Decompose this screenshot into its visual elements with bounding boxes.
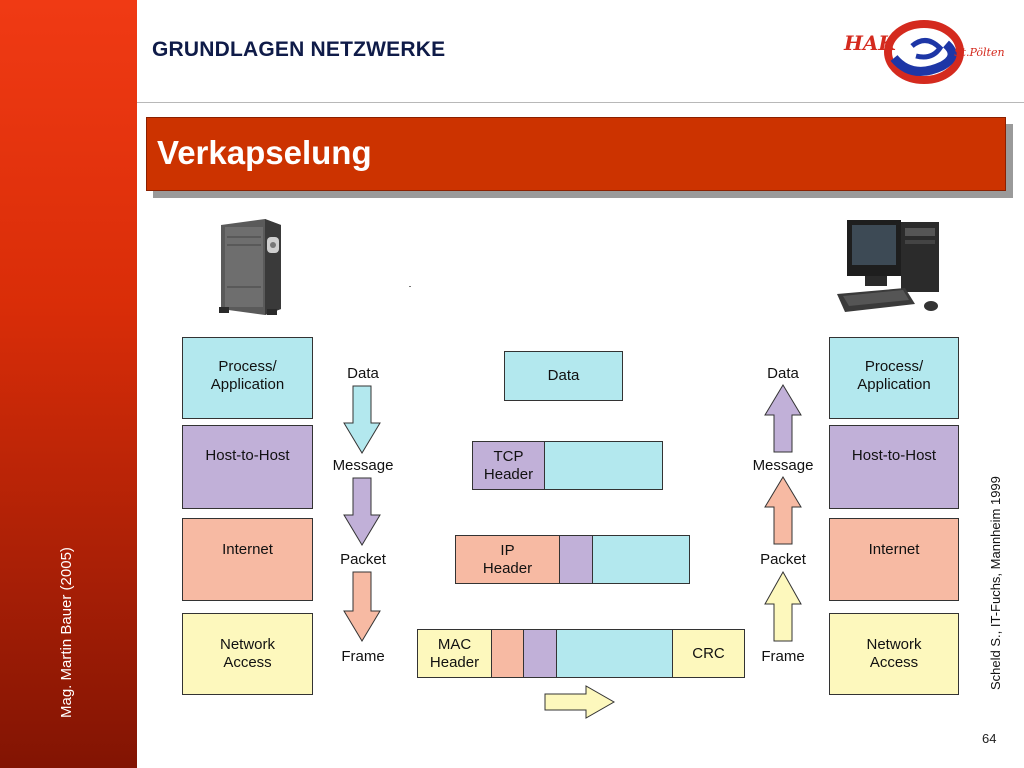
svg-text:HAK: HAK (843, 31, 897, 55)
slide-banner: Verkapselung (146, 117, 1006, 191)
layer-network-access-right: Network Access (829, 613, 959, 695)
arrow-down-icon (343, 477, 381, 546)
arrow-up-icon (764, 476, 802, 545)
layer-application-left: Process/ Application (182, 337, 313, 419)
arrow-up-icon (764, 384, 802, 453)
frame-data-segment (556, 629, 673, 678)
unit-label-data-right: Data (767, 365, 799, 382)
layer-label: Internet (222, 541, 273, 558)
ip-data-segment (592, 535, 690, 584)
arrow-down-icon (343, 385, 381, 454)
data-block: Data (504, 351, 623, 401)
segment-label: Header (483, 465, 534, 483)
segment-label: TCP (493, 447, 524, 465)
header-divider (137, 102, 1024, 103)
segment-label: IP (500, 541, 515, 559)
layer-label: Application (857, 376, 931, 393)
layer-internet-right: Internet (829, 518, 959, 601)
arrow-down-icon (343, 571, 381, 642)
svg-text:St.Pölten: St.Pölten (954, 46, 1004, 59)
layer-network-access-left: Network Access (182, 613, 313, 695)
segment-label: Header (429, 653, 480, 671)
layer-label: Host-to-Host (205, 447, 290, 464)
crc-segment: CRC (672, 629, 745, 678)
layer-label: Process/ (864, 358, 924, 375)
layer-internet-left: Internet (182, 518, 313, 601)
server-icon (219, 219, 281, 315)
segment-label: Data (547, 367, 580, 384)
unit-label-data-left: Data (347, 365, 379, 382)
page-number: 64 (982, 731, 997, 746)
layer-host-to-host-right: Host-to-Host (829, 425, 959, 509)
author-credit: Mag. Martin Bauer (2005) (58, 547, 75, 718)
arrow-right-icon (544, 685, 616, 719)
mac-header-segment: MAC Header (417, 629, 492, 678)
frame-ip-segment (491, 629, 524, 678)
page-header-title: GRUNDLAGEN NETZWERKE (152, 38, 446, 61)
layer-label: Access (869, 654, 919, 671)
unit-label-packet-right: Packet (760, 551, 806, 568)
layer-label: Access (223, 654, 272, 671)
arrow-up-icon (764, 571, 802, 642)
layer-label: Application (210, 376, 285, 393)
segment-label: Header (482, 559, 533, 577)
segment-label: MAC (437, 635, 472, 653)
layer-label: Host-to-Host (851, 447, 937, 464)
layer-label: Network (219, 636, 275, 653)
unit-label-frame-left: Frame (341, 648, 385, 665)
unit-label-packet-left: Packet (340, 551, 386, 568)
unit-label-message-right: Message (752, 457, 814, 474)
slide-title: Verkapselung (157, 134, 372, 171)
desktop-pc-icon (837, 220, 939, 312)
layer-host-to-host-left: Host-to-Host (182, 425, 313, 509)
layer-label: Internet (868, 541, 920, 558)
frame-tcp-segment (523, 629, 557, 678)
segment-label: CRC (692, 644, 725, 662)
source-citation: Scheld S., IT-Fuchs, Mannheim 1999 (988, 476, 1003, 690)
layer-application-right: Process/ Application (829, 337, 959, 419)
stray-dot (409, 286, 411, 287)
unit-label-message-left: Message (332, 457, 394, 474)
tcp-header-segment: TCP Header (472, 441, 545, 490)
layer-label: Process/ (218, 358, 277, 375)
layer-label: Network (866, 636, 922, 653)
sidebar: Mag. Martin Bauer (2005) (0, 0, 137, 768)
ip-tcp-segment (559, 535, 593, 584)
unit-label-frame-right: Frame (761, 648, 805, 665)
ip-header-segment: IP Header (455, 535, 560, 584)
hak-logo: HAK St.Pölten (843, 20, 1004, 84)
tcp-data-segment (544, 441, 663, 490)
